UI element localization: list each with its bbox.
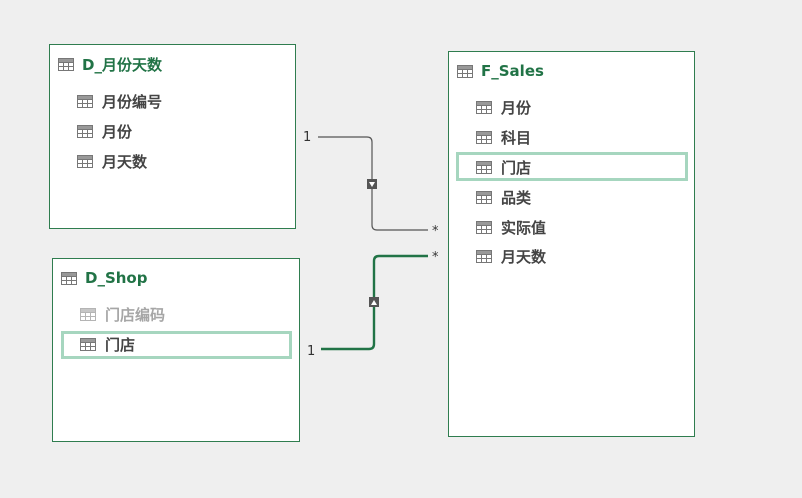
column-grid-icon	[476, 249, 492, 263]
field-item[interactable]: 品类	[476, 186, 531, 208]
field-label: 科目	[501, 128, 532, 147]
column-grid-icon	[77, 154, 93, 168]
table-grid-icon	[457, 64, 473, 78]
field-item[interactable]: 科目	[476, 126, 531, 148]
field-item[interactable]: 实际值	[476, 216, 546, 238]
field-label: 月天数	[501, 247, 547, 266]
column-grid-icon	[80, 307, 96, 321]
field-item[interactable]: 月天数	[476, 245, 546, 267]
cardinality-one-label: 1	[303, 130, 312, 145]
field-highlight	[61, 331, 292, 359]
table-header[interactable]: F_Sales	[457, 61, 544, 81]
field-label: 实际值	[501, 218, 547, 237]
column-grid-icon	[77, 124, 93, 138]
table-grid-icon	[61, 271, 77, 285]
field-label: 门店编码	[105, 305, 166, 324]
table-card-sales[interactable]: F_Sales 月份 科目 门店 品类 实际值 月天数	[448, 51, 695, 437]
field-label: 月份	[102, 122, 133, 141]
cardinality-many-label: *	[432, 224, 439, 239]
column-grid-icon	[476, 100, 492, 114]
field-item-selected[interactable]: 门店	[476, 156, 531, 178]
table-grid-icon	[58, 57, 74, 71]
table-header[interactable]: D_月份天数	[58, 54, 162, 74]
table-title: D_Shop	[85, 269, 148, 287]
field-item-selected[interactable]: 门店	[80, 333, 135, 355]
table-title: F_Sales	[481, 62, 544, 80]
column-grid-icon	[77, 94, 93, 108]
field-highlight	[456, 152, 688, 181]
column-grid-icon	[476, 130, 492, 144]
field-label: 门店	[105, 335, 136, 354]
column-grid-icon	[476, 220, 492, 234]
field-label: 月份编号	[102, 92, 163, 111]
table-title: D_月份天数	[82, 55, 162, 74]
table-card-shop[interactable]: D_Shop 门店编码 门店	[52, 258, 300, 442]
column-grid-icon	[80, 337, 96, 351]
cardinality-many-label: *	[432, 250, 439, 265]
filter-direction-arrow-icon	[369, 297, 379, 307]
field-label: 月天数	[102, 152, 148, 171]
field-item[interactable]: 月份	[476, 96, 531, 118]
field-item[interactable]: 月份	[77, 120, 132, 142]
table-card-month-days[interactable]: D_月份天数 月份编号 月份 月天数	[49, 44, 296, 229]
field-item[interactable]: 月份编号	[77, 90, 162, 112]
field-item-hidden[interactable]: 门店编码	[80, 303, 165, 325]
field-label: 门店	[501, 158, 532, 177]
filter-direction-arrow-icon	[367, 179, 377, 189]
field-label: 品类	[501, 188, 532, 207]
column-grid-icon	[476, 190, 492, 204]
field-item[interactable]: 月天数	[77, 150, 147, 172]
cardinality-one-label: 1	[307, 344, 316, 359]
table-header[interactable]: D_Shop	[61, 268, 147, 288]
column-grid-icon	[476, 160, 492, 174]
field-label: 月份	[501, 98, 532, 117]
